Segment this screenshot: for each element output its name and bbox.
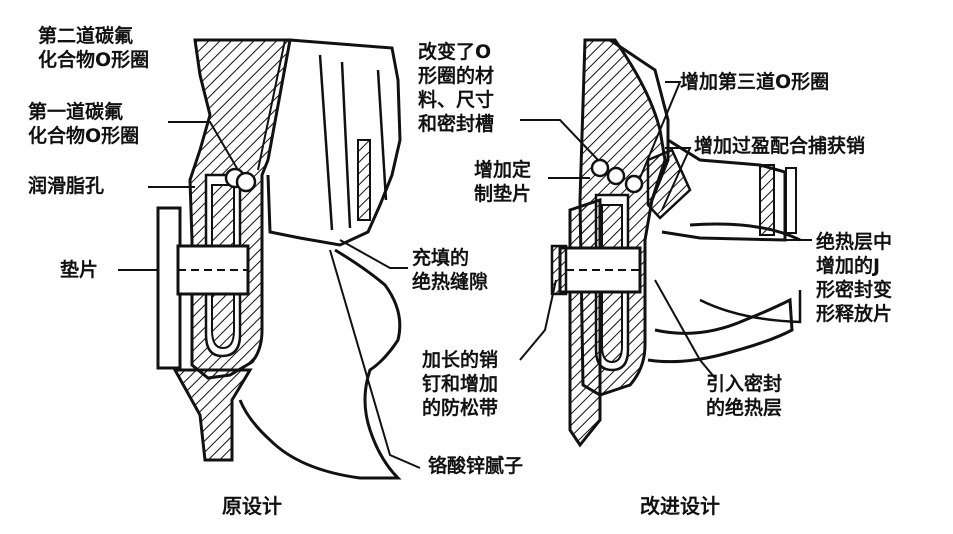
label-second-oring: 第二道碳氟 化合物O形圈 xyxy=(38,25,150,71)
leader-capture-pin xyxy=(661,147,692,211)
second-oring xyxy=(235,171,257,193)
leader-third-oring xyxy=(639,81,682,179)
leader-changed-oring xyxy=(520,119,599,161)
leader-second-oring xyxy=(198,39,287,171)
propellant-boundary-improved xyxy=(647,297,794,364)
lower-tang-improved xyxy=(568,197,602,448)
label-custom-shim: 增加定 制垫片 xyxy=(474,159,532,205)
caption-improved-design: 改进设计 xyxy=(640,494,720,518)
leader-longer-pin xyxy=(519,279,557,361)
label-longer-pin: 加长的销 钉和增加 的防松带 xyxy=(422,349,499,419)
label-changed-oring: 改变了O 形圈的材 料、尺寸 和密封槽 xyxy=(418,41,495,135)
label-third-oring: 增加第三道O形圈 xyxy=(680,71,830,93)
tang-lower xyxy=(172,368,253,462)
capture-feature xyxy=(646,148,692,220)
oring-2-improved xyxy=(606,166,626,186)
oring-3-improved xyxy=(624,174,644,194)
leader-first-oring xyxy=(168,121,239,171)
oring-1-improved xyxy=(590,158,610,178)
caption-original-design: 原设计 xyxy=(222,494,282,518)
leader-filled-gap xyxy=(339,239,408,269)
j-seal-flap xyxy=(689,222,801,242)
original-design-drawing xyxy=(118,38,421,480)
label-shim: 垫片 xyxy=(60,259,99,281)
label-seal-insulation: 引入密封 的绝热层 xyxy=(706,373,783,419)
propellant-boundary xyxy=(238,248,402,480)
label-zinc-chromate-putty: 铬酸锌腻子 xyxy=(428,455,524,477)
label-grease-hole: 润滑脂孔 xyxy=(28,175,105,197)
leader-putty xyxy=(329,249,421,469)
leader-seal-insulation xyxy=(654,279,716,379)
insulation-outline xyxy=(266,38,402,247)
improved-design-drawing xyxy=(519,38,812,448)
label-j-seal-relief: 绝热层中 增加的J 形密封变 形释放片 xyxy=(816,231,893,325)
label-first-oring: 第一道碳氟 化合物O形圈 xyxy=(28,101,140,147)
label-capture-pin: 增加过盈配合捕获销 xyxy=(694,135,866,157)
label-filled-gap: 充填的 绝热缝隙 xyxy=(412,247,489,293)
